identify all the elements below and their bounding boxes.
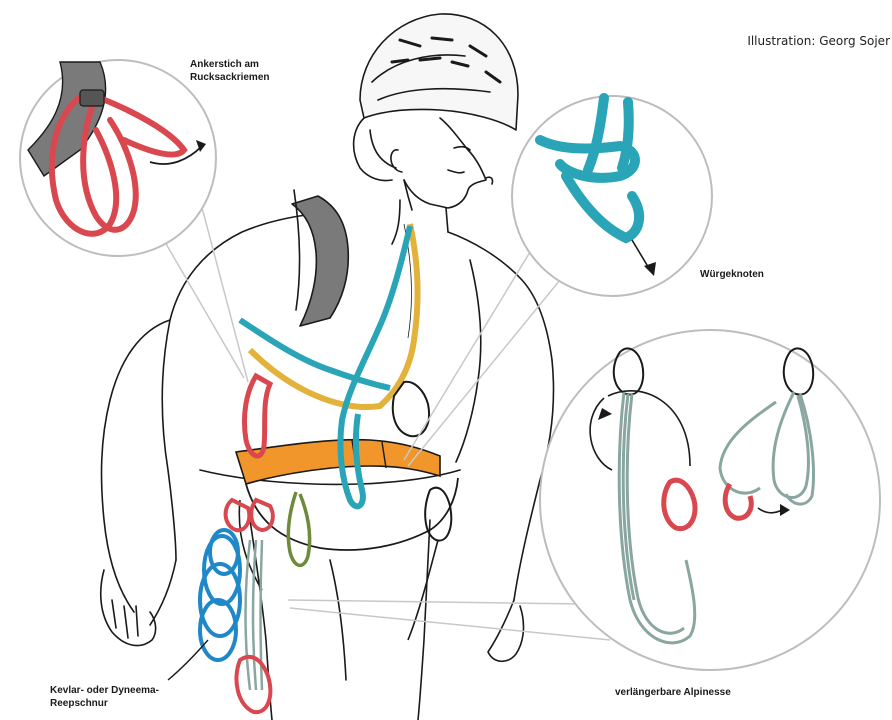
kevlar-pointer-line [168, 640, 208, 680]
label-alpinesse: verlängerbare Alpinesse [615, 686, 731, 699]
blue-coiled-cord [200, 530, 240, 660]
label-ankerstich-line2: Rucksackriemen [190, 71, 270, 84]
label-kevlar-line1: Kevlar- oder Dyneema- [50, 684, 159, 697]
label-kevlar-line2: Reepschnur [50, 697, 159, 710]
illustration-credit: Illustration: Georg Sojer [747, 34, 890, 48]
detail-ankerstich [20, 60, 248, 382]
grey-alpine-sling [246, 540, 263, 690]
label-ankerstich: Ankerstich am Rucksackriemen [190, 58, 270, 84]
red-sling-left [244, 376, 270, 456]
detail-alpinesse [288, 330, 880, 670]
label-wuergeknoten: Würgeknoten [700, 268, 764, 281]
label-ankerstich-line1: Ankerstich am [190, 58, 270, 71]
label-kevlar-cord: Kevlar- oder Dyneema- Reepschnur [50, 684, 159, 710]
red-carabiner-1 [226, 500, 250, 530]
hip-carabiner [425, 488, 451, 541]
green-cord [288, 492, 309, 565]
